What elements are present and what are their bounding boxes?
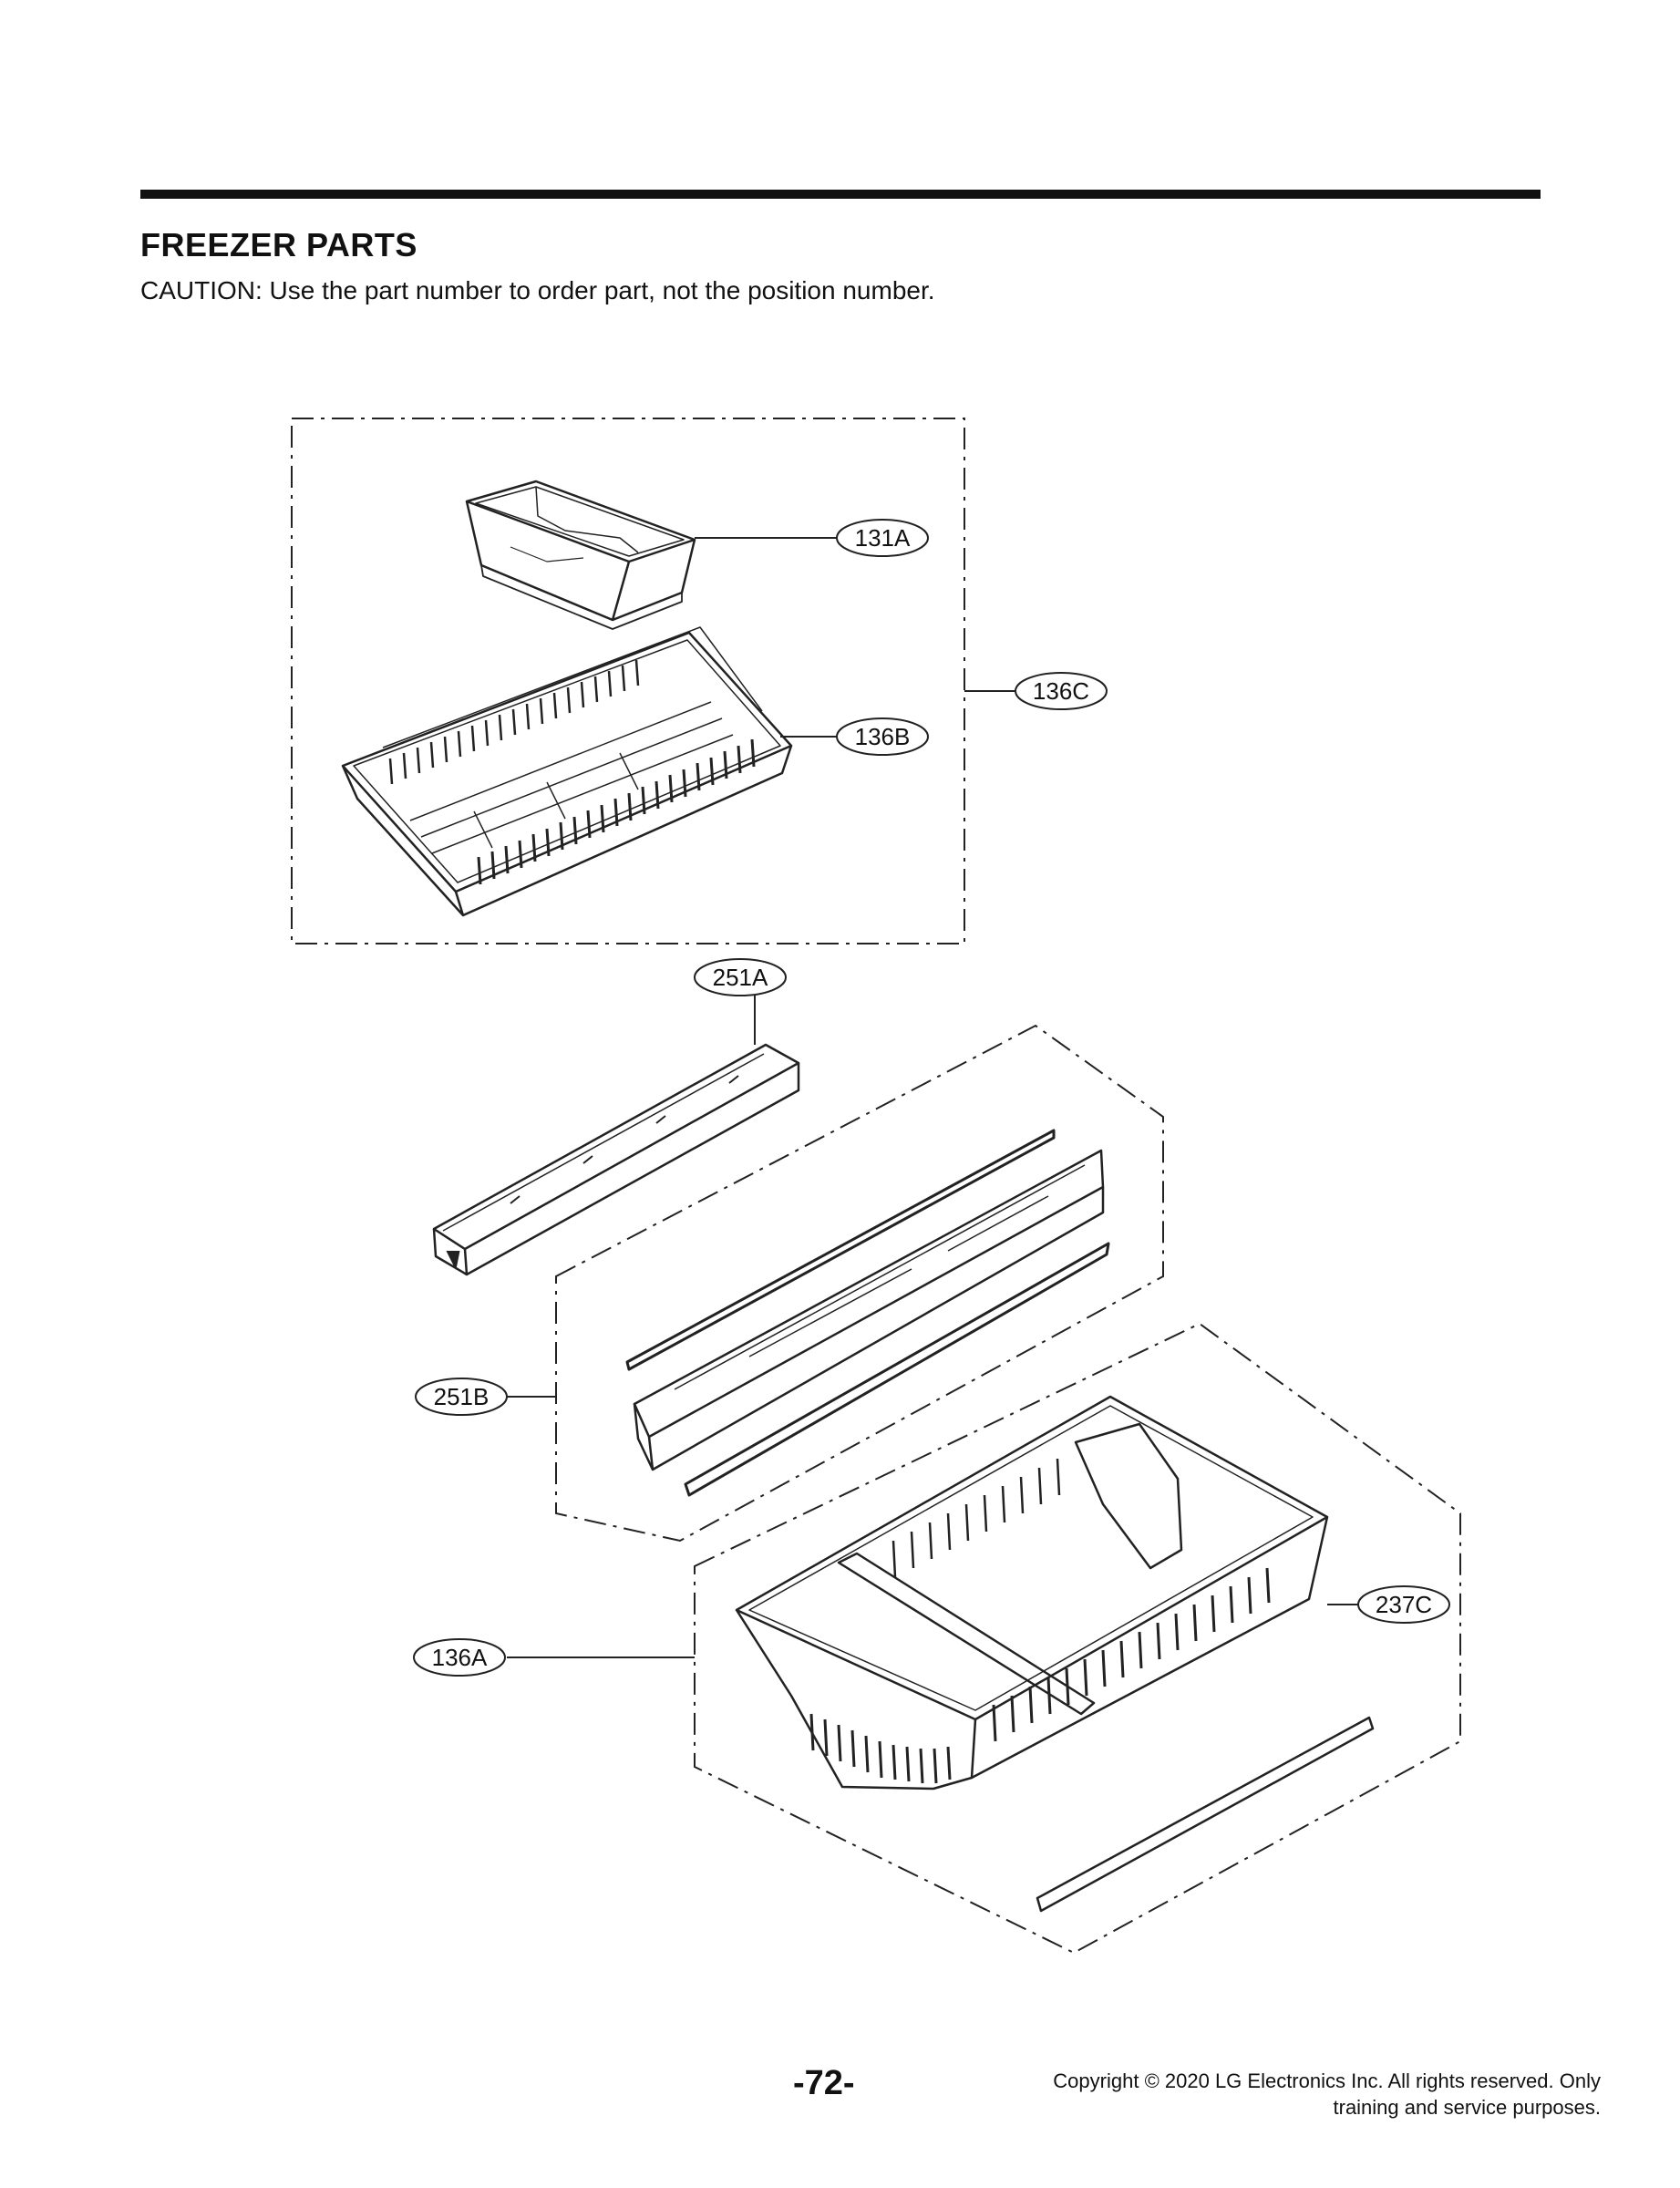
callout-251B: 251B xyxy=(415,1378,508,1416)
assembly-boundary-251B xyxy=(555,1024,1164,1543)
leader-lines xyxy=(507,537,1358,1658)
part-131A-small-bin xyxy=(465,480,696,630)
copyright-line-1: Copyright © 2020 LG Electronics Inc. All… xyxy=(1053,2069,1601,2092)
part-251B-slide-assembly xyxy=(625,1129,1110,1497)
callout-251B-label: 251B xyxy=(434,1383,490,1410)
callout-136C: 136C xyxy=(1015,672,1108,710)
basket-136B-slots-front xyxy=(477,738,756,885)
callout-251A-label: 251A xyxy=(713,964,768,991)
part-136A-drawer-basket xyxy=(735,1395,1329,1791)
part-237C-strip xyxy=(1036,1716,1375,1913)
section-title: FREEZER PARTS xyxy=(140,226,417,263)
part-136B-freezer-basket xyxy=(341,626,793,917)
copyright-notice: Copyright © 2020 LG Electronics Inc. All… xyxy=(908,2068,1601,2121)
basket-136A-side-slots xyxy=(992,1567,1271,1742)
part-251A-rail xyxy=(432,1043,800,1276)
basket-136B-floor-ribs xyxy=(409,701,734,854)
callout-136A: 136A xyxy=(413,1638,506,1677)
top-rule xyxy=(140,190,1541,199)
callout-237C-label: 237C xyxy=(1376,1591,1432,1618)
callout-136C-label: 136C xyxy=(1033,677,1089,705)
callout-136B: 136B xyxy=(836,717,929,756)
copyright-line-2: training and service purposes. xyxy=(1333,2096,1602,2119)
callout-131A-label: 131A xyxy=(855,524,911,552)
callout-237C: 237C xyxy=(1357,1585,1450,1624)
caution-note: CAUTION: Use the part number to order pa… xyxy=(140,276,935,304)
basket-136A-front-slots xyxy=(809,1713,952,1784)
basket-136A-back-slots xyxy=(892,1458,1061,1578)
callout-136B-label: 136B xyxy=(855,723,911,750)
basket-136B-slots-back xyxy=(388,659,640,785)
assembly-boundary-136C xyxy=(291,418,965,944)
callout-136A-label: 136A xyxy=(432,1644,488,1671)
page-number: -72- xyxy=(793,2064,855,2102)
callout-251A: 251A xyxy=(694,958,787,996)
callout-131A: 131A xyxy=(836,519,929,557)
assembly-boundary-136A xyxy=(694,1322,1461,1955)
